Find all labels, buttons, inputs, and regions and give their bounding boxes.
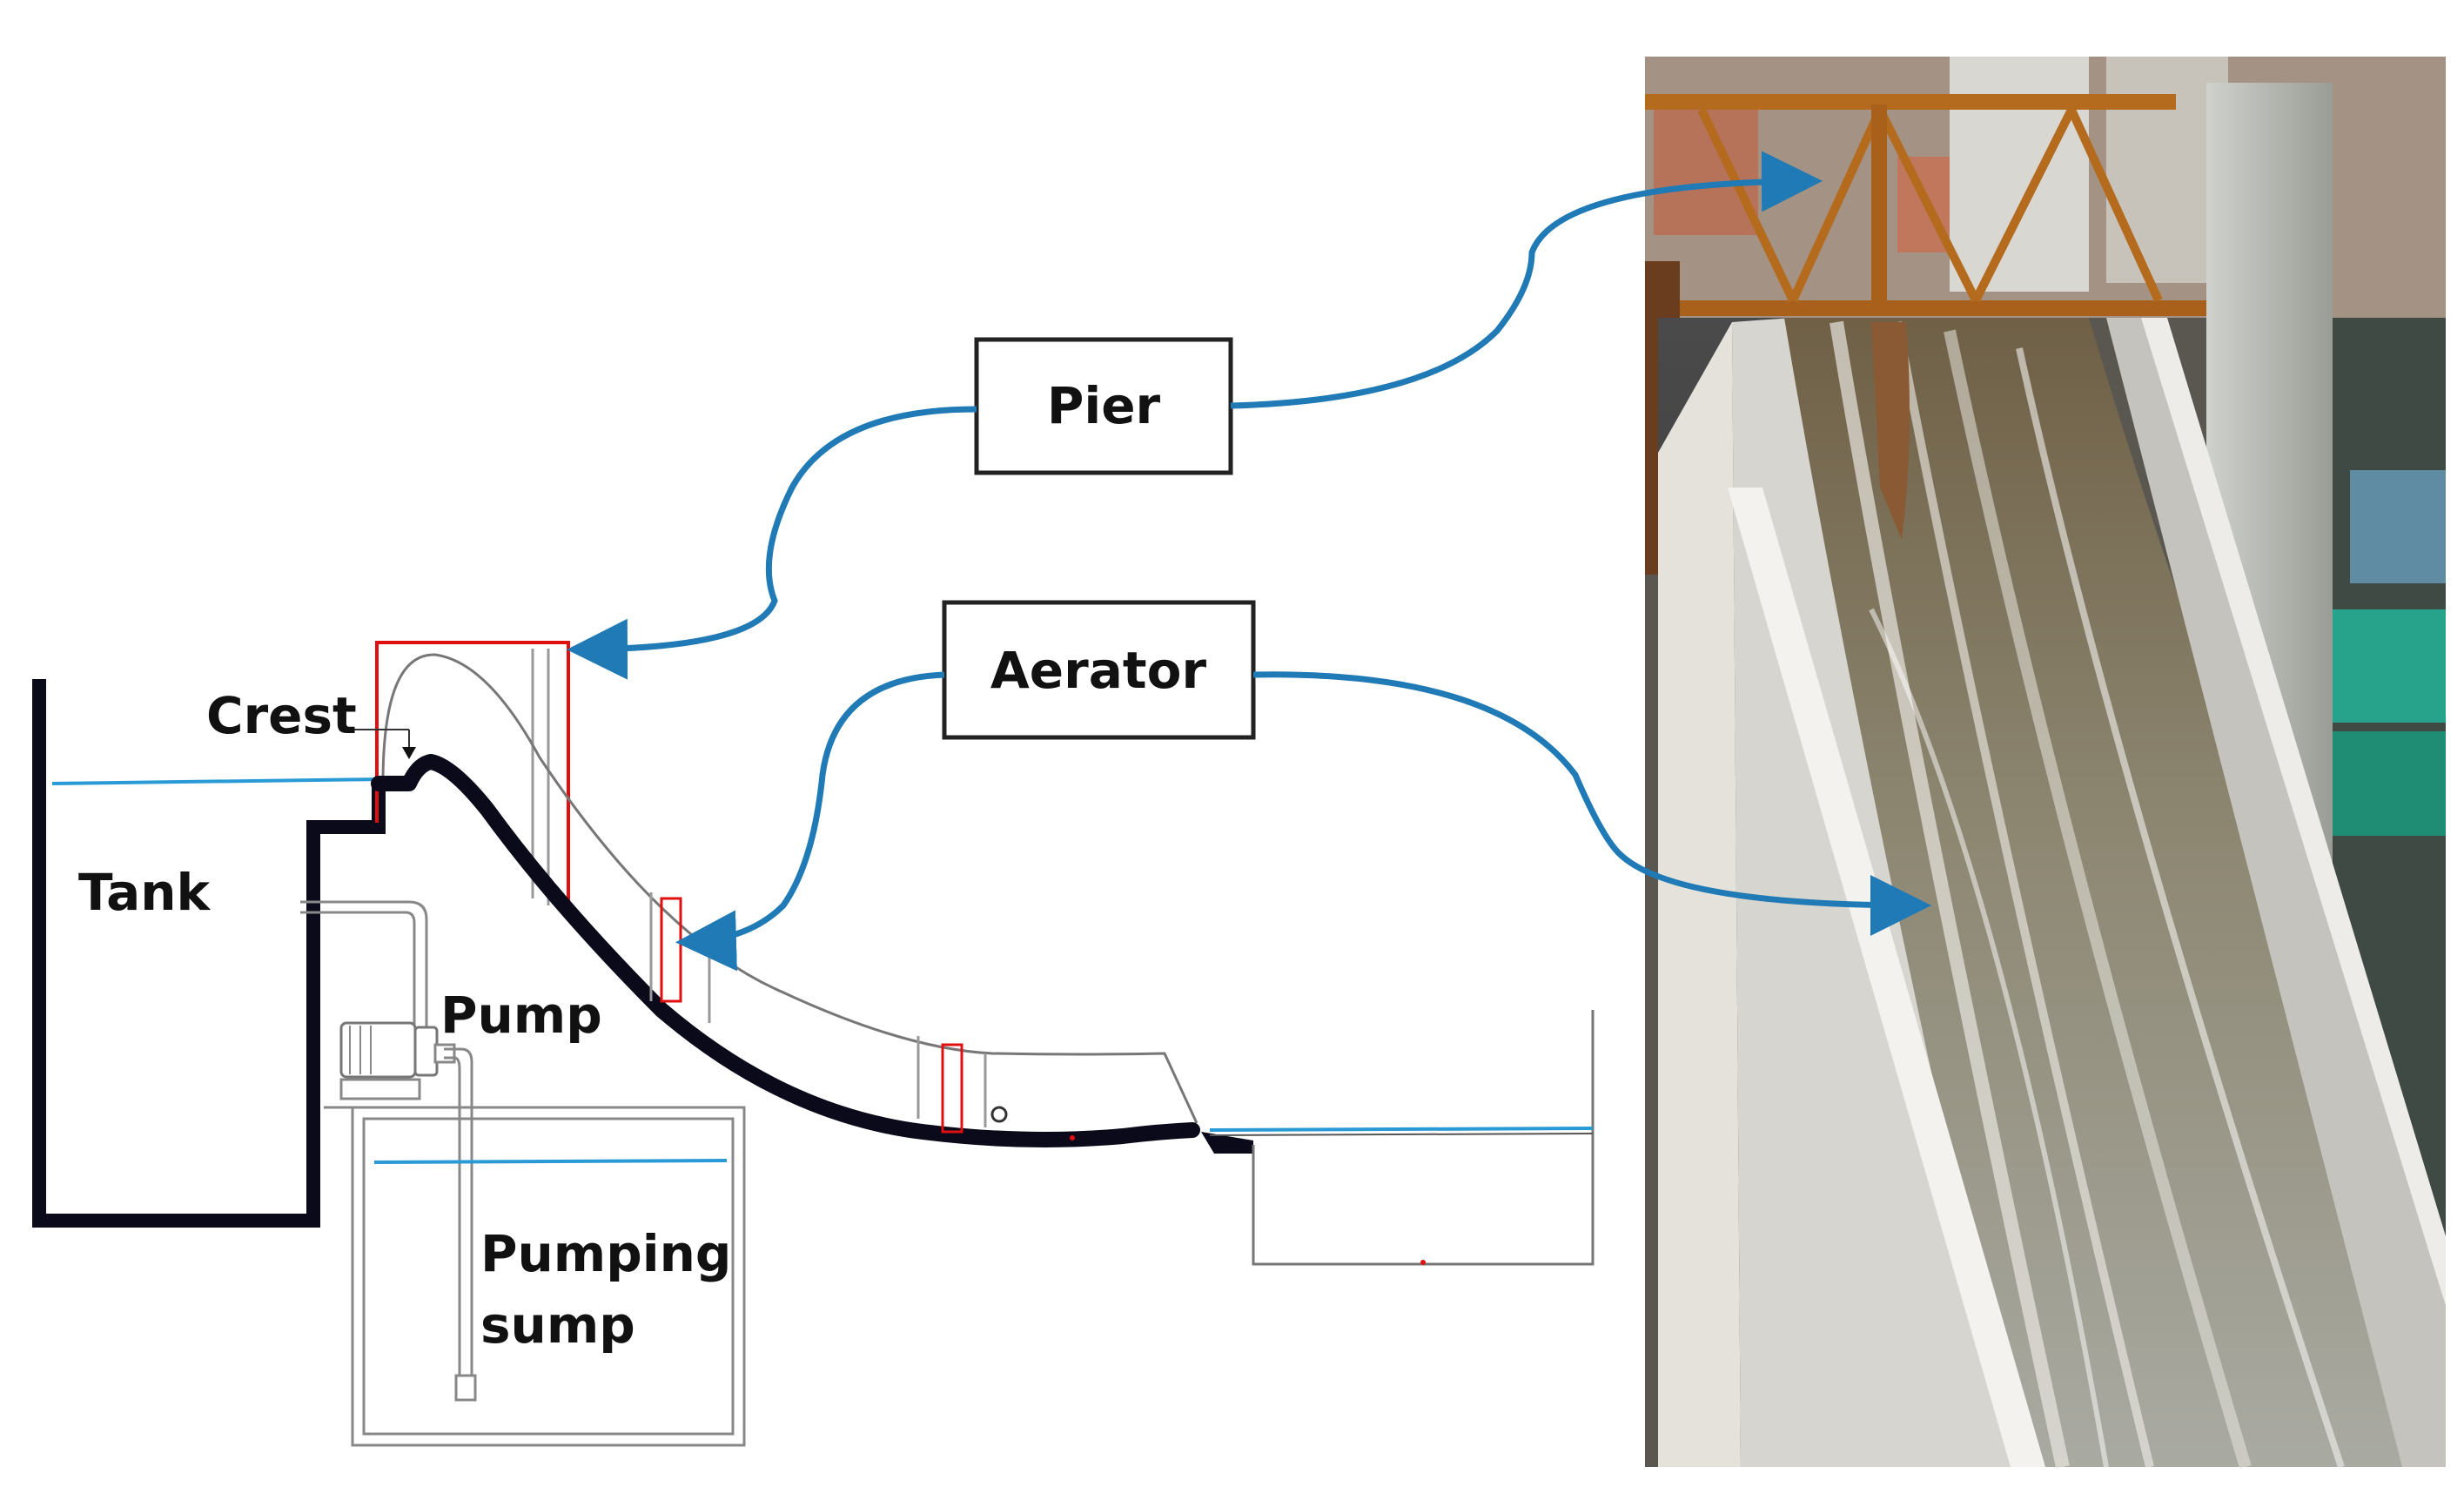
suction-pipe bbox=[444, 1047, 473, 1376]
pump-motor bbox=[339, 1021, 417, 1079]
crest-label: Crest bbox=[206, 686, 357, 745]
supply-pipe bbox=[300, 911, 416, 1036]
suction-pipe bbox=[444, 1056, 461, 1376]
supply-pipe bbox=[300, 900, 428, 1036]
chute-bolt bbox=[990, 1106, 1008, 1123]
aerator-1 bbox=[660, 897, 682, 1003]
pump-inlet bbox=[433, 1043, 456, 1064]
pier-arrow-to-diagram bbox=[567, 406, 977, 680]
sump-water-line bbox=[373, 1159, 728, 1164]
downstream-line bbox=[1209, 1133, 1594, 1136]
pump-label: Pump bbox=[440, 986, 602, 1045]
tank-wall bbox=[32, 679, 386, 1228]
marker-dot bbox=[1420, 1260, 1426, 1265]
aerator-callout-text: Aerator bbox=[990, 641, 1207, 700]
marker-dot bbox=[1070, 1135, 1075, 1140]
aerator-arrow-to-photo bbox=[1252, 671, 1931, 936]
downstream-water-line bbox=[1209, 1127, 1594, 1132]
pump-head bbox=[413, 1026, 439, 1077]
downstream-basin bbox=[1252, 1010, 1595, 1266]
downstream-step bbox=[1201, 1132, 1253, 1154]
sump-label-line2: sump bbox=[480, 1295, 635, 1355]
spillway-photo bbox=[1645, 57, 2446, 1470]
sump-label-line1: Pumping bbox=[480, 1224, 731, 1283]
pier-callout-text: Pier bbox=[1047, 376, 1161, 435]
foot-valve bbox=[454, 1374, 477, 1402]
tank-label: Tank bbox=[78, 863, 211, 922]
pump-base bbox=[339, 1078, 421, 1100]
crest-arrowhead bbox=[402, 747, 416, 759]
tank-water-line bbox=[51, 777, 384, 785]
aerator-2 bbox=[941, 1043, 963, 1134]
aerator-callout-box bbox=[942, 600, 1256, 740]
spillway-profile bbox=[371, 754, 1200, 1147]
pier-outline bbox=[375, 641, 570, 912]
pier-arrow-to-photo bbox=[1230, 151, 1823, 409]
sump-inner bbox=[362, 1117, 735, 1436]
aerator-arrow-to-diagram bbox=[675, 671, 945, 972]
